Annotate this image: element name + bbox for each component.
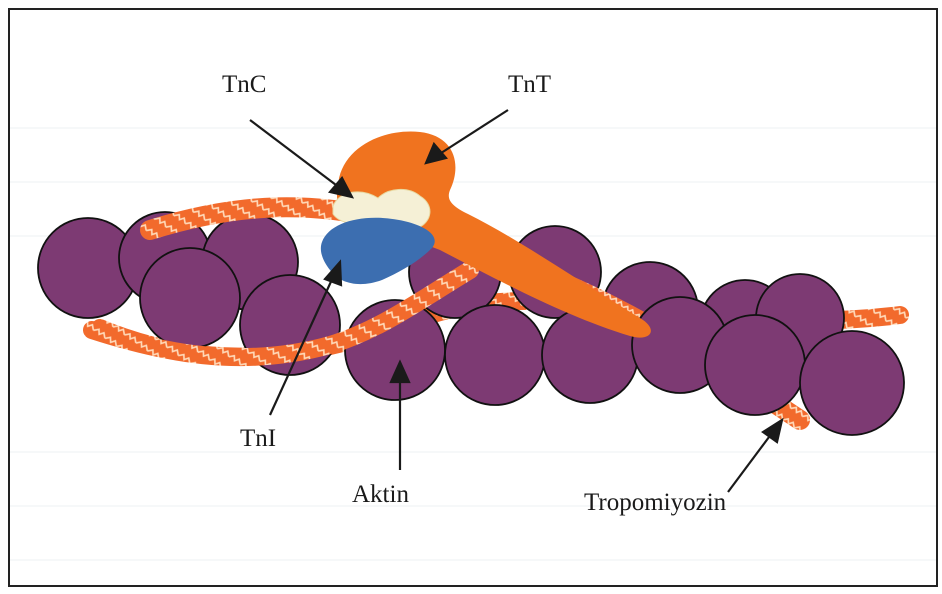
actin-bead	[800, 331, 904, 435]
label-tropomiyozin: Tropomiyozin	[584, 489, 727, 516]
actin-bead	[705, 315, 805, 415]
actin-bead	[445, 305, 545, 405]
actin-bead	[140, 248, 240, 348]
label-tni: TnI	[240, 425, 276, 452]
label-aktin: Aktin	[352, 481, 409, 508]
label-tnt: TnT	[508, 71, 551, 98]
label-tnc: TnC	[222, 71, 266, 98]
